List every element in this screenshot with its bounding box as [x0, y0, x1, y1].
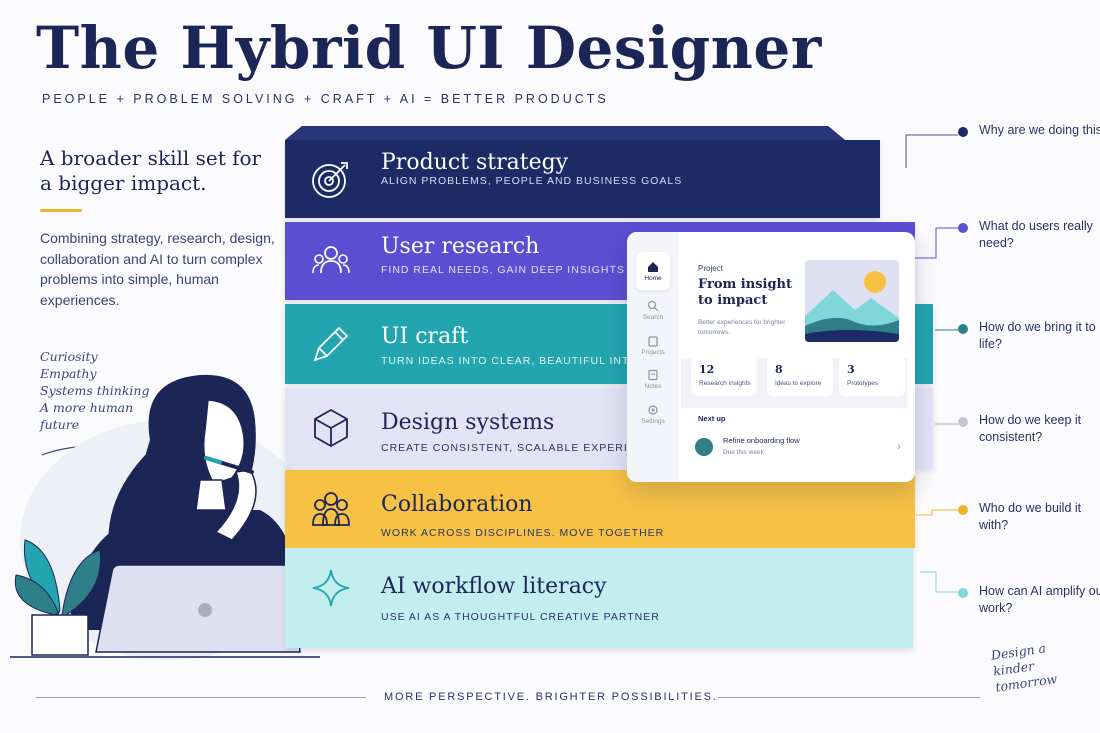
task-status-icon: [695, 438, 713, 456]
layer-title: Product strategy: [381, 150, 569, 175]
question-dot: [958, 588, 968, 598]
footer-divider-left: [36, 697, 366, 698]
app-main-panel: Project From insight to impact Better ex…: [681, 240, 907, 466]
home-icon: [648, 262, 658, 272]
layer-product-strategy: Product strategy ALIGN PROBLEMS, PEOPLE …: [285, 126, 880, 218]
layer-title: Collaboration: [381, 492, 533, 517]
layer-title: AI workflow literacy: [381, 574, 607, 599]
layer-subtitle: FIND REAL NEEDS, GAIN DEEP INSIGHTS: [381, 264, 625, 276]
question-dot: [958, 127, 968, 137]
accent-divider: [40, 209, 82, 212]
landscape-thumbnail: [805, 260, 899, 342]
layer-subtitle: WORK ACROSS DISCIPLINES. MOVE TOGETHER: [381, 527, 665, 539]
layer-title: Design systems: [381, 410, 555, 435]
nav-item-projects[interactable]: Projects: [627, 335, 679, 356]
note-item: A more human future: [40, 400, 134, 432]
app-sidebar: Home Search Projects Notes Settings: [627, 232, 679, 482]
designer-illustration: [10, 374, 320, 660]
next-up-label: Next up: [698, 414, 726, 423]
task-due: Due this week: [723, 449, 764, 456]
clipboard-icon: [648, 336, 658, 347]
sparkle-icon: [309, 566, 353, 610]
question-dot: [958, 505, 968, 515]
nav-item-settings[interactable]: Settings: [627, 404, 679, 425]
project-title: From insight to impact: [698, 277, 792, 308]
chevron-right-icon: ›: [897, 439, 901, 453]
question-dot: [958, 324, 968, 334]
layer-ai-workflow-literacy: AI workflow literacy USE AI AS A THOUGHT…: [285, 548, 913, 648]
search-icon: [647, 300, 659, 312]
note-item: Empathy: [40, 366, 97, 381]
cube-icon: [309, 406, 353, 450]
page-subtitle: PEOPLE + PROBLEM SOLVING + CRAFT + AI = …: [42, 92, 609, 106]
stat-card-prototypes: 3 Prototypes: [839, 356, 905, 396]
intro-body: Combining strategy, research, design, co…: [40, 230, 275, 308]
layer-subtitle: CREATE CONSISTENT, SCALABLE EXPERIENCES: [381, 442, 669, 454]
page-title: The Hybrid UI Designer: [36, 14, 822, 82]
project-label: Project: [698, 264, 723, 273]
layer-collaboration: Collaboration WORK ACROSS DISCIPLINES. M…: [285, 470, 915, 548]
nav-item-search[interactable]: Search: [627, 300, 679, 321]
team-icon: [309, 487, 353, 531]
layer-title: UI craft: [381, 324, 469, 349]
layer-subtitle: USE AI AS A THOUGHTFUL CREATIVE PARTNER: [381, 611, 660, 623]
footer-divider-right: [718, 697, 980, 698]
layer-title: User research: [381, 234, 540, 259]
question-dot: [958, 223, 968, 233]
stat-card-ideas: 8 Ideas to explore: [767, 356, 833, 396]
target-icon: [309, 157, 353, 201]
footer-tagline: MORE PERSPECTIVE. BRIGHTER POSSIBILITIES…: [384, 691, 718, 703]
nav-item-home[interactable]: Home: [627, 261, 679, 282]
question-connectors: [905, 134, 958, 593]
note-item: Curiosity: [40, 349, 98, 364]
task-item[interactable]: Refine onboarding flow Due this week ›: [693, 430, 905, 464]
stat-card-research: 12 Research insights: [691, 356, 757, 396]
project-subtitle: Better experiences for brighter tomorrow…: [698, 319, 786, 336]
task-title: Refine onboarding flow: [723, 436, 800, 445]
layer-subtitle: TURN IDEAS INTO CLEAR, BEAUTIFUL INTERFA…: [381, 355, 686, 367]
nav-item-notes[interactable]: Notes: [627, 369, 679, 390]
signoff-note: Design a kinder tomorrow: [990, 640, 1059, 695]
question-dot: [958, 417, 968, 427]
users-icon: [309, 239, 353, 283]
note-item: Systems thinking: [40, 383, 150, 398]
app-preview-card: Home Search Projects Notes Settings Proj…: [627, 232, 915, 482]
gear-icon: [648, 405, 658, 415]
intro-heading: A broader skill set for a bigger impact.: [40, 146, 262, 195]
layer-subtitle: ALIGN PROBLEMS, PEOPLE AND BUSINESS GOAL…: [381, 175, 683, 187]
note-icon: [648, 369, 658, 381]
handwritten-notes: Curiosity Empathy Systems thinking A mor…: [40, 348, 170, 433]
pencil-icon: [309, 322, 353, 366]
